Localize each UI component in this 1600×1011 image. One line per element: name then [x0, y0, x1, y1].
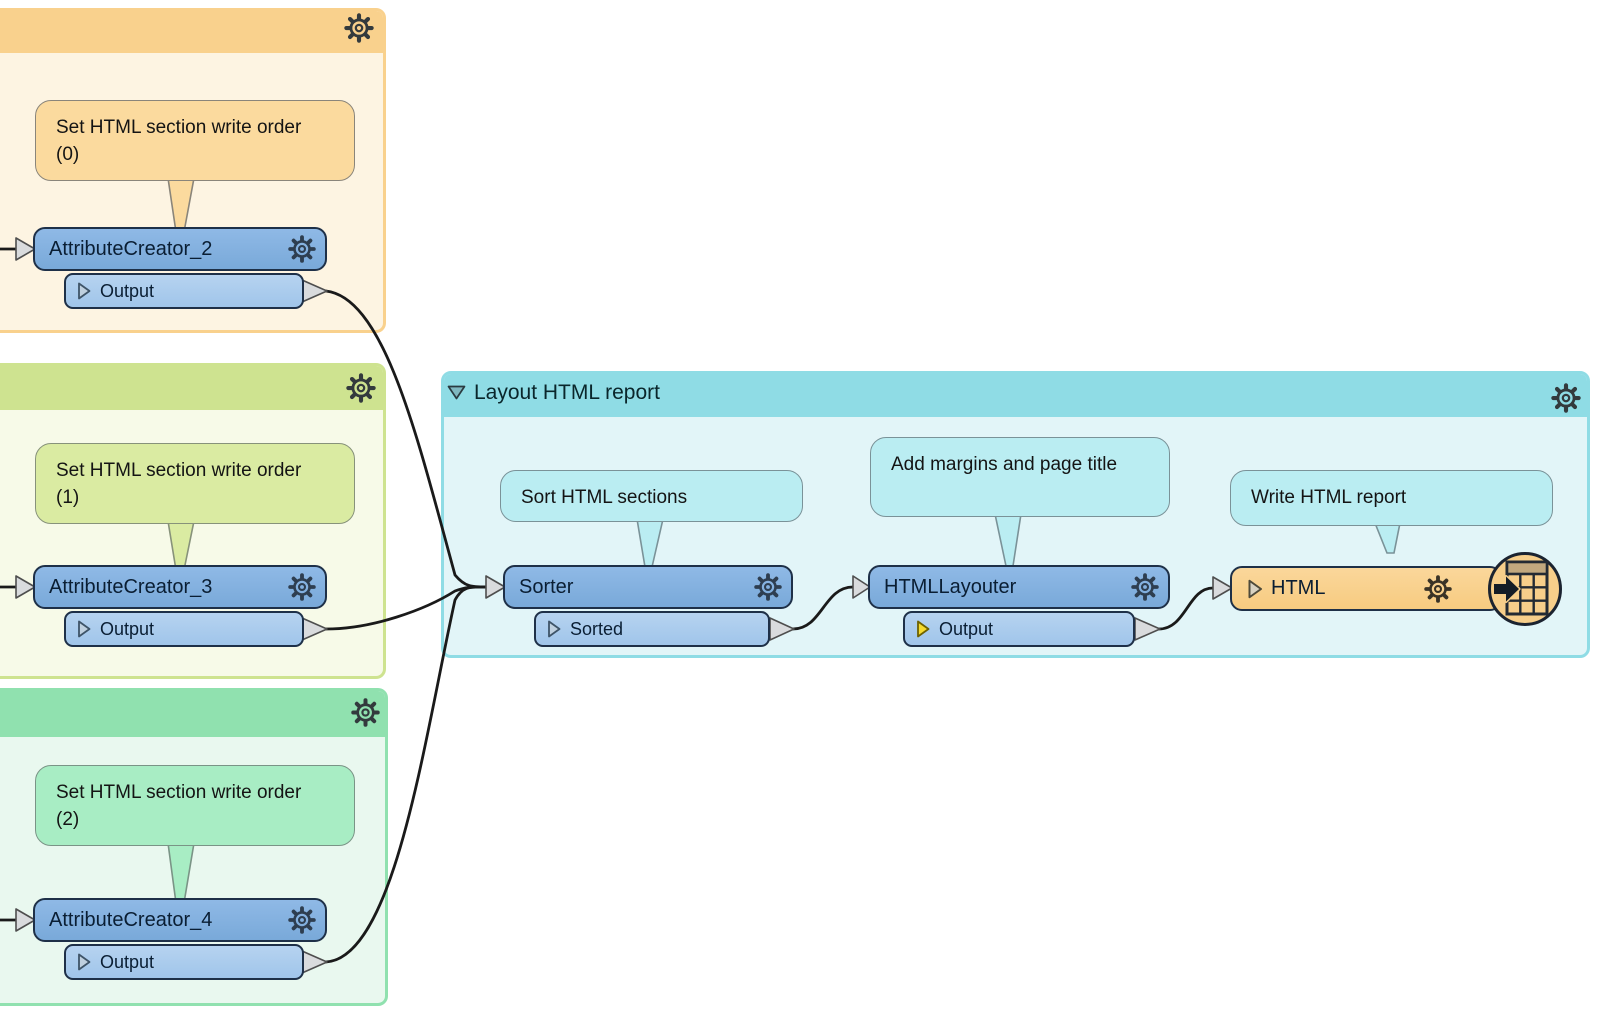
output-arrow[interactable]: [769, 617, 795, 641]
annotation-tail: [167, 520, 195, 571]
node-htmllayouter[interactable]: HTMLLayouter: [868, 565, 1170, 609]
port-triangle-icon: [78, 953, 91, 971]
html-writer-feature-type-icon[interactable]: [1488, 552, 1562, 626]
table-writer-icon: [1492, 560, 1549, 616]
annotation[interactable]: Sort HTML sections: [500, 470, 803, 522]
triangle-down-icon[interactable]: [447, 385, 466, 400]
input-arrow[interactable]: [15, 575, 36, 599]
bookmark-lime-header[interactable]: [0, 366, 383, 410]
port-label: Output: [100, 951, 155, 972]
annotation-text: Set HTML section write order (1): [56, 460, 302, 508]
annotation[interactable]: Set HTML section write order (1): [35, 443, 355, 524]
gear-icon[interactable]: [346, 373, 376, 403]
input-arrow[interactable]: [852, 575, 871, 599]
port-triangle-icon-yellow: [917, 620, 930, 638]
output-arrow[interactable]: [301, 279, 328, 303]
connection-attributecreator2-sorter[interactable]: [324, 289, 488, 589]
bookmark-layout-html-report-header[interactable]: [444, 374, 1587, 417]
node-sorter[interactable]: Sorter: [503, 565, 793, 609]
annotation-tail: [994, 513, 1022, 567]
annotation-tail: [167, 177, 195, 233]
annotation-text: Set HTML section write order (2): [56, 782, 302, 830]
node-label: AttributeCreator_4: [49, 908, 213, 931]
gear-icon[interactable]: [1424, 574, 1452, 603]
port-triangle-icon: [1248, 579, 1263, 598]
node-label: AttributeCreator_3: [49, 575, 213, 598]
output-arrow[interactable]: [301, 950, 328, 974]
input-arrow[interactable]: [15, 237, 36, 261]
annotation-text: Sort HTML sections: [521, 487, 688, 508]
port-output-attributecreator-2[interactable]: Output: [64, 273, 304, 309]
node-attributecreator-4[interactable]: AttributeCreator_4: [33, 898, 327, 942]
gear-icon[interactable]: [1131, 573, 1159, 601]
annotation-tail: [1373, 522, 1401, 554]
output-arrow[interactable]: [1134, 617, 1161, 641]
port-label: Output: [100, 280, 155, 301]
annotation-tail: [636, 518, 665, 568]
bookmark-title: Layout HTML report: [474, 380, 660, 404]
node-label: HTML: [1271, 577, 1326, 599]
arrow-into-table-icon: [1492, 575, 1521, 603]
connection-sorter-htmllayouter[interactable]: [791, 585, 855, 631]
gear-icon[interactable]: [288, 906, 316, 934]
gear-icon[interactable]: [351, 698, 380, 727]
annotation-tail: [167, 842, 195, 904]
input-arrow[interactable]: [485, 575, 506, 599]
bookmark-orange-header[interactable]: [0, 11, 383, 53]
annotation[interactable]: Add margins and page title: [870, 437, 1170, 517]
port-triangle-icon: [548, 620, 561, 638]
node-label: HTMLLayouter: [884, 575, 1017, 598]
bookmark-green-header[interactable]: [0, 691, 385, 737]
annotation-text: Write HTML report: [1251, 487, 1407, 508]
annotation[interactable]: Set HTML section write order (0): [35, 100, 355, 181]
node-label: Sorter: [519, 575, 574, 598]
port-sorted-sorter[interactable]: Sorted: [534, 611, 770, 647]
bookmark-title-row: Layout HTML report: [447, 371, 660, 414]
input-arrow[interactable]: [1212, 576, 1233, 600]
port-label: Sorted: [570, 618, 624, 639]
input-arrow[interactable]: [15, 908, 36, 932]
node-label: AttributeCreator_2: [49, 237, 213, 260]
gear-icon[interactable]: [288, 573, 316, 601]
port-output-attributecreator-3[interactable]: Output: [64, 611, 304, 647]
port-label: Output: [100, 618, 155, 639]
gear-icon[interactable]: [1551, 383, 1581, 413]
annotation[interactable]: Write HTML report: [1230, 470, 1553, 526]
port-output-htmllayouter[interactable]: Output: [903, 611, 1135, 647]
node-html-writer[interactable]: HTML: [1230, 566, 1502, 611]
annotation-text: Set HTML section write order (0): [56, 117, 302, 165]
port-output-attributecreator-4[interactable]: Output: [64, 944, 304, 980]
gear-icon[interactable]: [288, 235, 316, 263]
gear-icon[interactable]: [754, 573, 782, 601]
port-label: Output: [939, 618, 994, 639]
port-triangle-icon: [78, 282, 91, 300]
connection-attributecreator4-sorter[interactable]: [324, 585, 488, 964]
connection-attributecreator3-sorter[interactable]: [324, 585, 488, 631]
output-arrow[interactable]: [301, 617, 328, 641]
annotation[interactable]: Set HTML section write order (2): [35, 765, 355, 846]
port-triangle-icon: [78, 620, 91, 638]
node-attributecreator-3[interactable]: AttributeCreator_3: [33, 565, 327, 609]
node-attributecreator-2[interactable]: AttributeCreator_2: [33, 227, 327, 271]
connection-htmllayouter-html[interactable]: [1157, 586, 1215, 631]
gear-icon[interactable]: [344, 13, 374, 43]
annotation-text: Add margins and page title: [891, 454, 1118, 475]
